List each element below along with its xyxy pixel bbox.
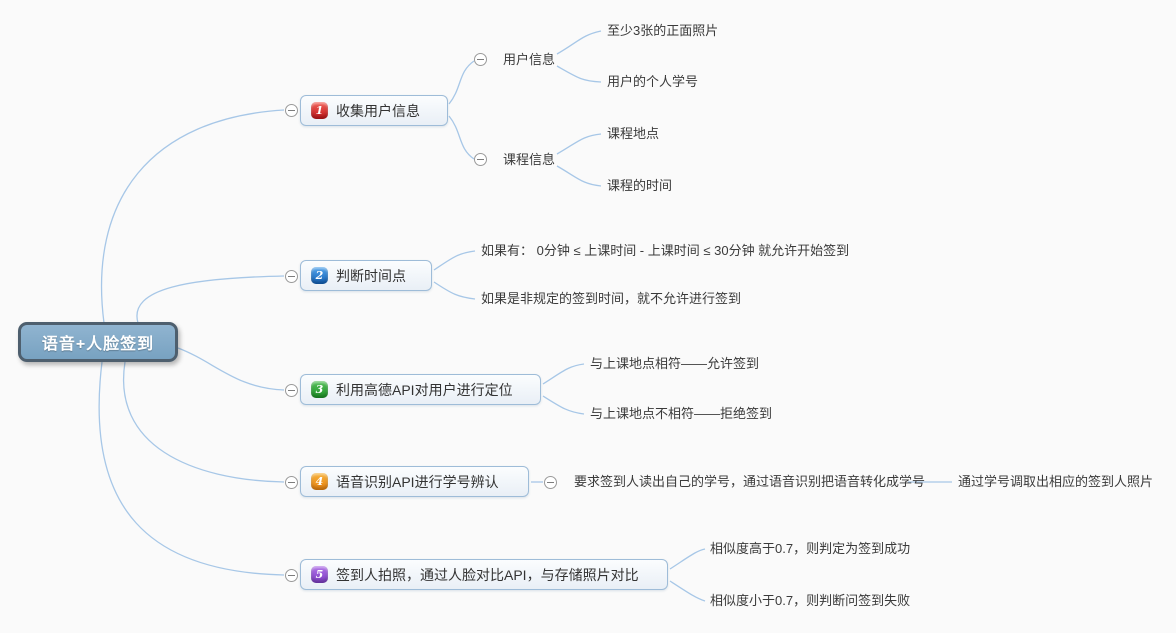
branch-topic-judge-time[interactable]: 2 判断时间点 <box>300 260 432 291</box>
leaf-similarity-high[interactable]: 相似度高于0.7，则判定为签到成功 <box>710 541 911 556</box>
subtopic-read-student-id[interactable]: 要求签到人读出自己的学号，通过语音识别把语音转化成学号 <box>574 474 926 489</box>
collapse-icon[interactable] <box>474 53 487 66</box>
collapse-icon[interactable] <box>285 569 298 582</box>
leaf-similarity-low[interactable]: 相似度小于0.7，则判断问签到失败 <box>710 593 911 608</box>
collapse-icon[interactable] <box>285 476 298 489</box>
priority-1-badge: 1 <box>311 102 328 119</box>
branch-topic-gaode-locate[interactable]: 3 利用高德API对用户进行定位 <box>300 374 541 405</box>
priority-4-badge: 4 <box>311 473 328 490</box>
leaf-retrieve-photo[interactable]: 通过学号调取出相应的签到人照片 <box>958 474 1154 489</box>
priority-5-badge: 5 <box>311 566 328 583</box>
leaf-time-window-rule[interactable]: 如果有： 0分钟 ≤ 上课时间 - 上课时间 ≤ 30分钟 就允许开始签到 <box>481 243 850 258</box>
priority-2-badge: 2 <box>311 267 328 284</box>
leaf-time-reject-rule[interactable]: 如果是非规定的签到时间，就不允许进行签到 <box>481 291 742 306</box>
subtopic-course-info[interactable]: 课程信息 <box>503 152 556 167</box>
collapse-icon[interactable] <box>285 270 298 283</box>
leaf-course-location[interactable]: 课程地点 <box>607 126 660 141</box>
branch-label: 利用高德API对用户进行定位 <box>336 381 513 398</box>
branch-topic-collect-user-info[interactable]: 1 收集用户信息 <box>300 95 448 126</box>
branch-topic-face-compare[interactable]: 5 签到人拍照，通过人脸对比API，与存储照片对比 <box>300 559 668 590</box>
branch-label: 语音识别API进行学号辨认 <box>336 473 499 490</box>
leaf-front-photos[interactable]: 至少3张的正面照片 <box>607 23 719 38</box>
leaf-course-time[interactable]: 课程的时间 <box>607 178 673 193</box>
subtopic-user-info[interactable]: 用户信息 <box>503 52 556 67</box>
collapse-icon[interactable] <box>544 476 557 489</box>
priority-3-badge: 3 <box>311 381 328 398</box>
collapse-icon[interactable] <box>474 153 487 166</box>
collapse-icon[interactable] <box>285 104 298 117</box>
leaf-student-id[interactable]: 用户的个人学号 <box>607 74 699 89</box>
leaf-location-mismatch[interactable]: 与上课地点不相符——拒绝签到 <box>590 406 773 421</box>
branch-label: 判断时间点 <box>336 267 406 284</box>
leaf-location-match[interactable]: 与上课地点相符——允许签到 <box>590 356 760 371</box>
root-topic[interactable]: 语音+人脸签到 <box>18 322 178 362</box>
collapse-icon[interactable] <box>285 384 298 397</box>
branch-label: 收集用户信息 <box>336 102 420 119</box>
branch-topic-voice-recognition[interactable]: 4 语音识别API进行学号辨认 <box>300 466 529 497</box>
branch-label: 签到人拍照，通过人脸对比API，与存储照片对比 <box>336 566 639 583</box>
